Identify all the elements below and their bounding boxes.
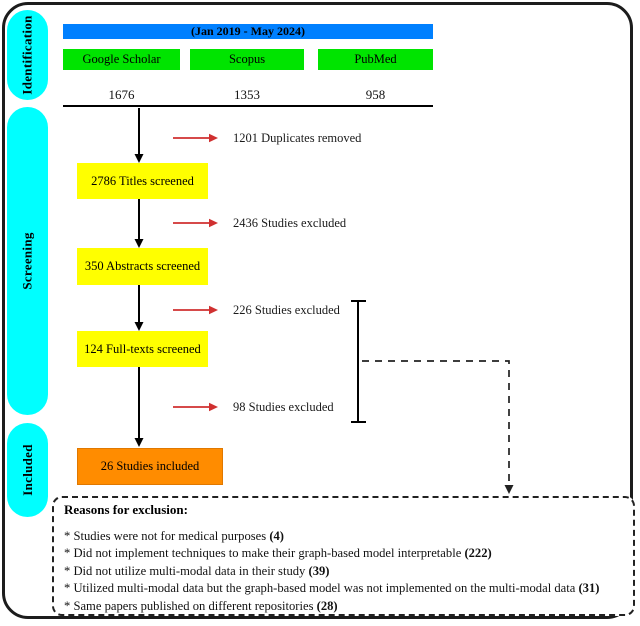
reasons-for-exclusion-box: Reasons for exclusion: * Studies were no… [52,496,635,616]
source-box-scopus: Scopus [190,49,304,70]
reason-count: (31) [578,581,600,596]
reason-item: * Did not utilize multi-modal data in th… [64,563,330,578]
stage-identification-label: Identification [19,15,35,95]
stage-included-label: Included [19,444,35,496]
exclusion-label-duplicates: 1201 Duplicates removed [233,131,362,145]
stage-identification: Identification [7,10,48,100]
stage-screening: Screening [7,107,48,415]
sources-divider-line [63,105,433,107]
reason-item: * Same papers published on different rep… [64,598,338,613]
reason-count: (4) [269,529,284,543]
source-box-google-scholar: Google Scholar [63,49,180,70]
source-count-google-scholar: 1676 [108,87,135,102]
exclusion-label-titles: 2436 Studies excluded [233,216,347,230]
source-count-scopus: 1353 [234,87,260,102]
exclusion-label-abstracts: 226 Studies excluded [233,303,340,317]
exclusion-label-fulltexts: 98 Studies excluded [233,400,334,414]
reason-count: (222) [464,546,492,561]
source-count-pubmed: 958 [365,87,386,102]
reason-count: (28) [316,598,338,613]
reason-item: * Studies were not for medical purposes … [64,529,284,543]
reason-item: * Utilized multi-modal data but the grap… [64,581,600,596]
reason-item: * Did not implement techniques to make t… [64,546,492,561]
flow-box-studies-included: 26 Studies included [77,448,223,485]
stage-included: Included [7,423,48,517]
flow-box-fulltexts-screened: 124 Full-texts screened [77,331,208,367]
outer-frame [2,2,633,619]
flow-box-abstracts-screened: 350 Abstracts screened [77,248,208,285]
reasons-title: Reasons for exclusion: [64,502,188,517]
stage-screening-label: Screening [19,232,35,290]
period-banner: (Jan 2019 - May 2024) [63,24,433,39]
reason-count: (39) [308,563,330,578]
reasons-list: * Studies were not for medical purposes … [64,528,623,615]
flow-box-titles-screened: 2786 Titles screened [77,163,208,199]
source-box-pubmed: PubMed [318,49,433,70]
